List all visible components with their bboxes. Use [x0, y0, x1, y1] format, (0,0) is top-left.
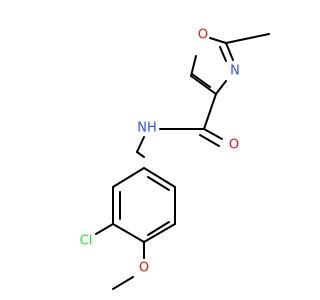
bond-c4-carbonyl [203, 93, 217, 130]
bond-ring-c3-c4 [112, 223, 145, 243]
bond-ring-inner-2 [147, 221, 170, 236]
amide-nitrogen-label: NH [137, 121, 157, 136]
bond-c2-ring-nitrogen [225, 42, 234, 61]
bond-c5-ring-oxygen [190, 55, 197, 77]
bond-ring-c4-c5 [143, 223, 176, 243]
bond-c2-ring-nitrogen-double [219, 46, 227, 62]
background [0, 0, 300, 300]
bond-ring-nitrogen-c4 [215, 80, 227, 95]
ring-oxygen-label: O [198, 28, 208, 43]
bonds [95, 33, 270, 290]
bond-ring-c1-c2 [112, 167, 145, 188]
bond-carbonyl-oxygen-double [199, 134, 220, 147]
bond-carbonyl-oxygen [203, 128, 223, 140]
bond-ring-chlorine [95, 223, 114, 235]
ring-nitrogen-label: N [230, 64, 240, 79]
atom-labels: O N O NH Cl O [80, 28, 240, 276]
bond-amide-nitrogen-aryl [136, 136, 145, 153]
bond-aryl-c1-link [136, 151, 145, 158]
bond-c4-c5-double [191, 73, 211, 88]
bond-c4-c5 [190, 75, 217, 95]
bond-ring-inner-3 [147, 176, 170, 191]
chlorine-label: Cl [80, 234, 93, 249]
amide-oxygen-label: O [229, 138, 239, 153]
bond-methoxy-methyl [112, 276, 134, 290]
bond-c2-ring-oxygen [209, 37, 227, 44]
methoxy-oxygen-label: O [139, 261, 149, 276]
bond-ring-c6-c1 [143, 167, 176, 188]
bond-methyl-c2 [225, 33, 270, 44]
molecule-structure: O N O NH Cl O [0, 0, 300, 300]
